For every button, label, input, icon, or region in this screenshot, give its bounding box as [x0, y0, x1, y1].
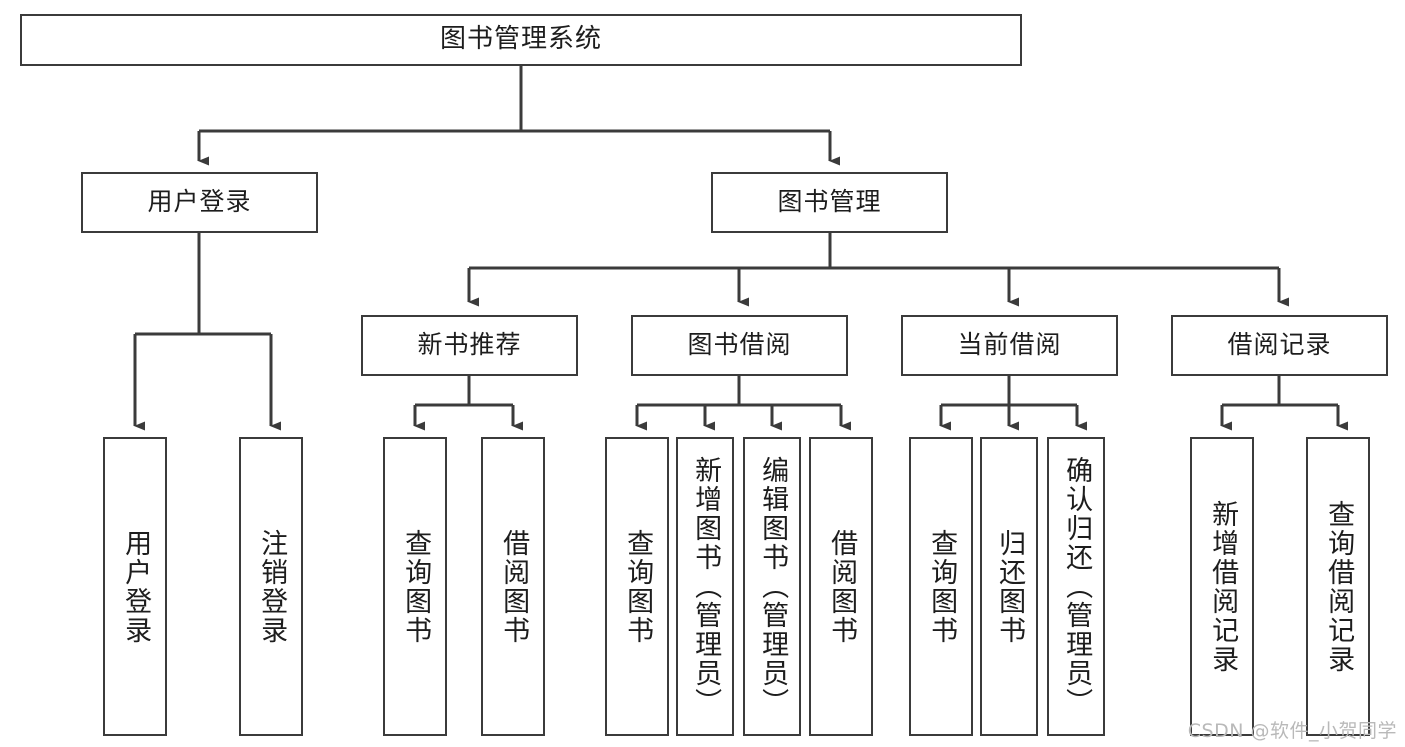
node-label: 查询图书: [400, 528, 432, 645]
node-label: 归还图书: [994, 528, 1026, 645]
node-user-login[interactable]: 用户登录: [81, 172, 318, 233]
node-label: 当前借阅: [957, 330, 1062, 360]
node-label: 新书推荐: [417, 330, 522, 360]
node-label: 查询借阅记录: [1323, 499, 1355, 674]
leaf-logout-login[interactable]: 注销登录: [239, 437, 303, 736]
leaf-borrow-book[interactable]: 借阅图书: [809, 437, 873, 736]
node-label: 图书借阅: [687, 330, 792, 360]
node-label: 编辑图书（管理员）: [757, 456, 789, 717]
leaf-add-book-admin[interactable]: 新增图书（管理员）: [676, 437, 734, 736]
node-label: 用户登录: [147, 187, 252, 217]
leaf-query-book-recommend[interactable]: 查询图书: [383, 437, 447, 736]
node-label: 借阅图书: [826, 528, 858, 645]
leaf-add-borrow-record[interactable]: 新增借阅记录: [1190, 437, 1254, 736]
node-label: 注销登录: [256, 528, 288, 645]
node-label: 用户登录: [120, 528, 152, 645]
leaf-query-borrow-record[interactable]: 查询借阅记录: [1306, 437, 1370, 736]
node-label: 确认归还（管理员）: [1061, 456, 1093, 717]
leaf-confirm-return-admin[interactable]: 确认归还（管理员）: [1047, 437, 1105, 736]
node-borrow-record[interactable]: 借阅记录: [1171, 315, 1388, 376]
node-label: 新增借阅记录: [1207, 499, 1239, 674]
leaf-edit-book-admin[interactable]: 编辑图书（管理员）: [743, 437, 801, 736]
node-current-borrow[interactable]: 当前借阅: [901, 315, 1118, 376]
node-label: 借阅记录: [1227, 330, 1332, 360]
watermark-text: CSDN @软件_小贺同学: [1187, 720, 1397, 742]
node-label: 借阅图书: [498, 528, 530, 645]
node-root-library-system[interactable]: 图书管理系统: [20, 14, 1022, 66]
leaf-return-book[interactable]: 归还图书: [980, 437, 1038, 736]
node-book-management[interactable]: 图书管理: [711, 172, 948, 233]
leaf-query-book-current[interactable]: 查询图书: [909, 437, 973, 736]
node-label: 图书管理系统: [439, 24, 602, 55]
node-label: 新增图书（管理员）: [690, 456, 722, 717]
leaf-borrow-book-recommend[interactable]: 借阅图书: [481, 437, 545, 736]
leaf-query-book-borrow[interactable]: 查询图书: [605, 437, 669, 736]
node-label: 图书管理: [777, 187, 882, 217]
node-new-book-recommend[interactable]: 新书推荐: [361, 315, 578, 376]
node-book-borrow[interactable]: 图书借阅: [631, 315, 848, 376]
node-label: 查询图书: [926, 528, 958, 645]
leaf-user-login[interactable]: 用户登录: [103, 437, 167, 736]
node-label: 查询图书: [622, 528, 654, 645]
